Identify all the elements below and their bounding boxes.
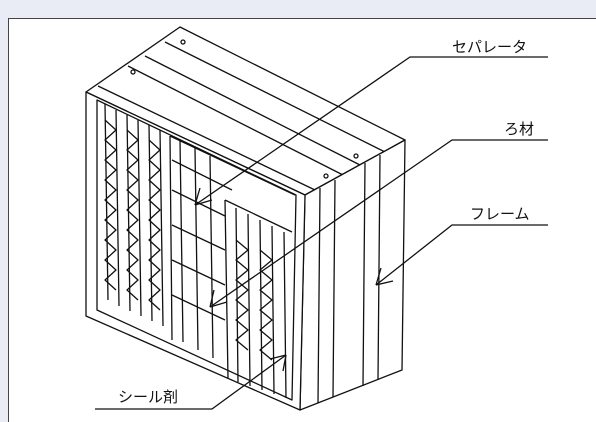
frame-leader [375,224,548,286]
seal-leader [95,354,287,410]
frame-arrow [375,267,394,286]
label-separator: セパレータ [452,38,528,56]
separator-leader [194,56,548,206]
label-media: ろ材 [504,120,535,138]
label-seal: シール剤 [118,388,179,406]
separator-arrow [194,187,213,206]
media-arrow [209,289,228,308]
media-leader [209,139,548,308]
pleats-left [104,103,164,327]
seal-arrow [269,354,287,372]
pleats-inner [171,139,287,399]
rivet [323,173,329,179]
rivet [180,39,186,45]
rivet [130,69,136,75]
label-frame: フレーム [470,205,530,223]
rivet [353,153,359,159]
